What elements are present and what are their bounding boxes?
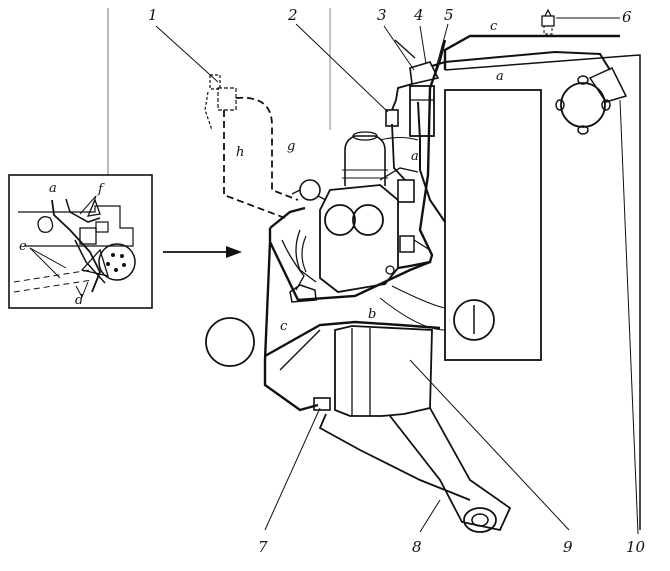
valves-3-4-5 <box>394 39 440 137</box>
hose-b <box>268 241 431 302</box>
hose-7 <box>318 413 471 501</box>
dashed-hose-h <box>223 110 286 219</box>
hose-c-link <box>269 206 306 229</box>
hose-a-upper <box>431 50 611 71</box>
hose-label-c-top: c <box>490 19 498 34</box>
leader-lines <box>155 17 639 535</box>
hose-label-g: g <box>287 139 295 154</box>
valve-2 <box>385 109 399 127</box>
arrow-icon <box>163 246 242 258</box>
air-cleaner <box>334 325 433 417</box>
valve-7 <box>313 397 331 411</box>
hose-a-lower <box>417 101 446 223</box>
hose-label-b: b <box>368 307 376 322</box>
inset-detail: a f e d <box>8 174 153 309</box>
hose-to-valve-2 <box>391 83 413 111</box>
vacuum-valve-1 <box>204 74 237 131</box>
intake-duct <box>389 407 512 533</box>
vacuum-canister <box>205 317 255 367</box>
check-valve-6 <box>541 8 555 35</box>
hose-label-c-left: c <box>280 319 288 334</box>
label-9: 9 <box>563 538 573 556</box>
label-3: 3 <box>377 6 387 24</box>
label-6: 6 <box>622 8 632 26</box>
hose-label-h: h <box>236 145 244 160</box>
label-10: 10 <box>626 538 646 556</box>
engine-block <box>379 89 542 361</box>
hose-lower <box>264 320 441 358</box>
inset-label-f: f <box>97 182 105 197</box>
label-8: 8 <box>412 538 422 556</box>
inset-label-e: e <box>19 239 27 254</box>
hose-to-carb <box>397 39 447 270</box>
hose-valve-2-carb <box>391 123 406 181</box>
label-7: 7 <box>258 538 268 556</box>
dashed-hose-g <box>235 96 299 201</box>
label-2: 2 <box>287 6 298 24</box>
body-frame <box>444 54 641 530</box>
hose-c-upper <box>263 34 620 412</box>
carburetor <box>281 131 431 303</box>
label-1: 1 <box>148 6 158 24</box>
distributor <box>555 67 628 135</box>
hose-label-a-top: a <box>496 69 504 84</box>
inset-label-a: a <box>49 181 57 196</box>
inset-label-d: d <box>75 293 83 308</box>
label-5: 5 <box>444 6 454 24</box>
label-4: 4 <box>413 6 424 24</box>
hose-label-a-mid: a <box>411 149 419 164</box>
